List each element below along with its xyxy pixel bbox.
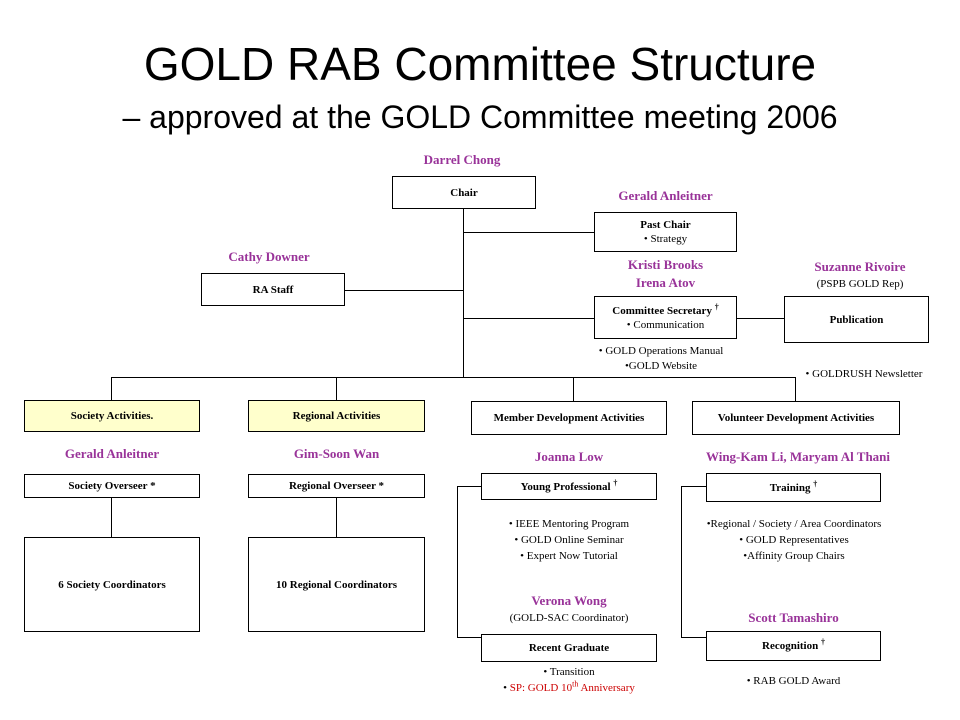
ra-staff-name: Cathy Downer [228, 249, 310, 264]
dagger-mark: † [820, 637, 825, 647]
connector-member-spine [457, 486, 458, 637]
ra-staff-label: RA Staff [252, 283, 294, 296]
volunteer-dev-box: Volunteer Development Activities [692, 401, 900, 435]
connector-society-overseer [111, 497, 112, 537]
publication-label: Publication [829, 313, 884, 326]
recent-grad-note-2-text: SP: GOLD 10th Anniversary [509, 679, 635, 694]
training-label: Training [769, 481, 811, 494]
connector-recent-grad [457, 637, 481, 638]
member-dev-box: Member Development Activities [471, 401, 667, 435]
training-note-3: •Affinity Group Chairs [743, 550, 845, 562]
society-overseer-box: Society Overseer * [24, 474, 200, 498]
recognition-label: Recognition [762, 640, 819, 652]
secretary-name-2: Irena Atov [635, 275, 696, 290]
connector-young-prof [457, 486, 481, 487]
chair-box: Chair [392, 176, 536, 209]
young-prof-note-1: • IEEE Mentoring Program [508, 518, 630, 530]
recent-grad-note-1: • Transition [543, 666, 595, 678]
page-title: GOLD RAB Committee Structure [143, 38, 817, 90]
recent-grad-note-2: • SP: GOLD 10th Anniversary [466, 680, 672, 696]
publication-role: (PSPB GOLD Rep) [816, 278, 904, 290]
young-prof-note-2: • GOLD Online Seminar [514, 534, 624, 546]
connector-drop-regional [336, 377, 337, 400]
recent-graduate-name: Verona Wong [531, 593, 607, 608]
connector-secretary [463, 318, 594, 319]
chair-name: Darrel Chong [423, 152, 501, 167]
connector-branch-bar [111, 377, 796, 378]
regional-overseer-box: Regional Overseer * [248, 474, 425, 498]
volunteer-dev-label: Volunteer Development Activities [717, 412, 875, 424]
secretary-box: Committee Secretary † • Communication [594, 296, 737, 339]
connector-training [681, 486, 706, 487]
connector-chair-trunk [463, 208, 464, 377]
society-coordinators-label: 6 Society Coordinators [58, 578, 166, 591]
regional-overseer-label: Regional Overseer * [288, 480, 385, 492]
publication-name: Suzanne Rivoire [814, 259, 906, 274]
connector-drop-member [573, 377, 574, 401]
connector-drop-society [111, 377, 112, 400]
recent-graduate-label: Recent Graduate [528, 642, 610, 654]
past-chair-name: Gerald Anleitner [618, 188, 713, 203]
training-note-2: • GOLD Representatives [739, 534, 849, 546]
society-overseer-label: Society Overseer * [68, 480, 156, 492]
young-professional-box: Young Professional † [481, 473, 657, 500]
ra-staff-box: RA Staff [201, 273, 345, 306]
secretary-label: Committee Secretary [612, 304, 712, 317]
recent-graduate-box: Recent Graduate [481, 634, 657, 662]
connector-past-chair [463, 232, 594, 233]
society-activities-box: Society Activities. [24, 400, 200, 432]
publication-box: Publication [784, 296, 929, 343]
dagger-mark: † [714, 301, 719, 311]
dagger-mark: † [613, 477, 618, 487]
past-chair-box: Past Chair • Strategy [594, 212, 737, 252]
society-overseer-name: Gerald Anleitner [64, 446, 160, 461]
young-prof-note-3: • Expert Now Tutorial [520, 550, 618, 562]
connector-drop-volunteer [795, 377, 796, 401]
connector-ra-staff [344, 290, 464, 291]
secretary-note-2: •GOLD Website [624, 360, 698, 372]
regional-activities-label: Regional Activities [292, 410, 381, 422]
society-coordinators-box: 6 Society Coordinators [24, 537, 200, 632]
recent-grad-note-2-bullet: • [503, 682, 507, 694]
regional-activities-box: Regional Activities [248, 400, 425, 432]
past-chair-sub: • Strategy [643, 233, 688, 245]
publication-note: • GOLDRUSH Newsletter [805, 368, 923, 380]
recognition-box: Recognition † [706, 631, 881, 661]
young-professional-label: Young Professional [520, 480, 611, 493]
training-box: Training † [706, 473, 881, 502]
young-professional-name: Joanna Low [534, 449, 604, 464]
chair-label: Chair [450, 186, 478, 199]
connector-regional-overseer [336, 497, 337, 537]
regional-coordinators-box: 10 Regional Coordinators [248, 537, 425, 632]
society-activities-label: Society Activities. [70, 410, 154, 422]
member-dev-label: Member Development Activities [493, 412, 645, 424]
connector-recognition [681, 637, 706, 638]
dagger-mark: † [813, 478, 818, 488]
training-name: Wing-Kam Li, Maryam Al Thani [705, 449, 891, 464]
regional-coordinators-label: 10 Regional Coordinators [276, 578, 397, 591]
past-chair-label: Past Chair [640, 219, 691, 231]
recent-graduate-role: (GOLD-SAC Coordinator) [509, 612, 629, 624]
recognition-note-1: • RAB GOLD Award [746, 675, 841, 687]
secretary-note-1: • GOLD Operations Manual [598, 345, 724, 357]
page-subtitle: – approved at the GOLD Committee meeting… [122, 99, 838, 135]
recognition-name: Scott Tamashiro [748, 610, 839, 625]
secretary-name-1: Kristi Brooks [627, 257, 704, 272]
connector-publication [736, 318, 784, 319]
regional-overseer-name: Gim-Soon Wan [293, 446, 380, 461]
training-note-1: •Regional / Society / Area Coordinators [706, 518, 882, 530]
connector-volunteer-spine [681, 486, 682, 637]
secretary-sub: • Communication [626, 318, 705, 331]
